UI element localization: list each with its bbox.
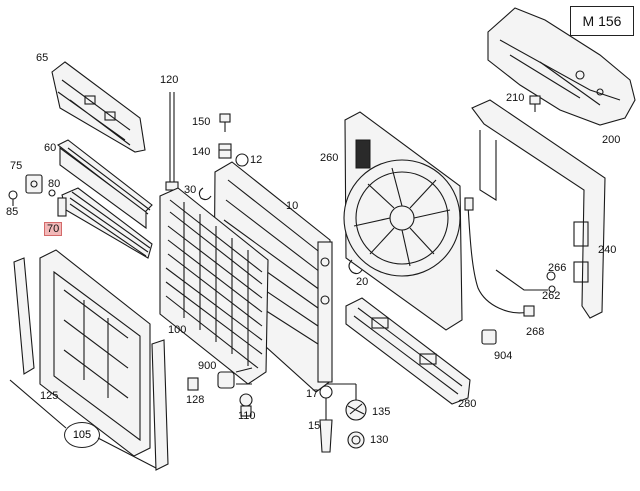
model-code-box: M 156 (570, 6, 634, 36)
small-fasteners[interactable] (187, 367, 253, 417)
hose-clip[interactable] (348, 259, 363, 275)
callout-904[interactable]: 904 (494, 350, 513, 362)
callout-130[interactable]: 130 (370, 434, 389, 446)
callout-128[interactable]: 128 (186, 394, 205, 406)
callout-200[interactable]: 200 (602, 134, 621, 146)
main-radiator[interactable] (213, 161, 333, 393)
lower-air-duct[interactable] (345, 297, 471, 405)
expansion-tank-parts[interactable] (319, 383, 367, 453)
callout-125[interactable]: 125 (40, 390, 59, 402)
callout-70-highlighted[interactable]: 70 (44, 222, 63, 236)
callout-20[interactable]: 20 (356, 276, 369, 288)
callout-60[interactable]: 60 (44, 142, 57, 154)
upper-cross-panel[interactable] (487, 7, 636, 126)
callout-80[interactable]: 80 (48, 178, 61, 190)
callout-150[interactable]: 150 (192, 116, 211, 128)
callout-266[interactable]: 266 (548, 262, 567, 274)
leader-lines (9, 379, 157, 469)
callout-210[interactable]: 210 (506, 92, 525, 104)
right-shroud-frame[interactable] (471, 99, 606, 319)
callout-268[interactable]: 268 (526, 326, 545, 338)
mount-bracket[interactable] (8, 174, 56, 206)
callout-12[interactable]: 12 (250, 154, 263, 166)
front-carrier-frame[interactable] (13, 249, 169, 471)
guide-rod[interactable] (165, 92, 179, 191)
mount-screw[interactable] (529, 95, 541, 112)
callout-110[interactable]: 110 (238, 410, 256, 422)
charge-air-cooler[interactable] (56, 139, 153, 230)
callout-135[interactable]: 135 (372, 406, 391, 418)
sensor[interactable] (481, 329, 497, 345)
wiring-harness[interactable] (464, 197, 556, 317)
callout-260[interactable]: 260 (320, 152, 339, 164)
screw[interactable] (218, 113, 249, 167)
callout-900[interactable]: 900 (198, 360, 217, 372)
callout-262[interactable]: 262 (542, 290, 561, 302)
callout-15[interactable]: 15 (308, 420, 321, 432)
callout-140[interactable]: 140 (192, 146, 211, 158)
callout-10[interactable]: 10 (286, 200, 299, 212)
ac-condenser[interactable] (159, 187, 269, 385)
callout-120[interactable]: 120 (160, 74, 179, 86)
callout-30[interactable]: 30 (184, 184, 197, 196)
callout-85[interactable]: 85 (6, 206, 19, 218)
fan-shroud-assembly[interactable] (343, 111, 463, 331)
callout-105-circled[interactable]: 105 (64, 422, 100, 448)
clip[interactable] (198, 187, 212, 201)
callout-17[interactable]: 17 (306, 388, 319, 400)
callout-75[interactable]: 75 (10, 160, 23, 172)
callout-65[interactable]: 65 (36, 52, 49, 64)
callout-280[interactable]: 280 (458, 398, 477, 410)
callout-240[interactable]: 240 (598, 244, 617, 256)
left-shroud-frame[interactable] (51, 61, 146, 153)
oil-cooler-core[interactable] (57, 187, 153, 259)
callout-100[interactable]: 100 (168, 324, 187, 336)
